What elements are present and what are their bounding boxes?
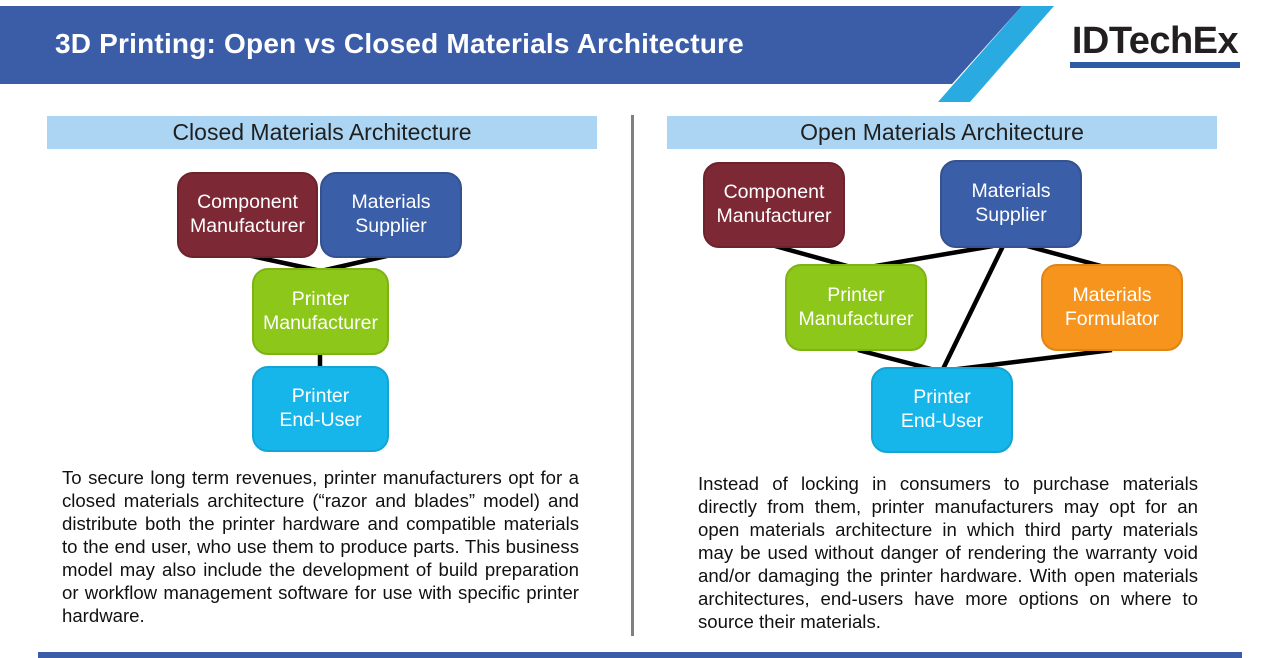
panel-divider — [631, 115, 634, 636]
node-open-materials-formulator: Materials Formulator — [1041, 264, 1183, 351]
node-open-printer-end-user: Printer End-User — [871, 367, 1013, 453]
open-panel-heading: Open Materials Architecture — [667, 116, 1217, 149]
node-closed-component-manufacturer: Component Manufacturer — [177, 172, 318, 258]
node-closed-materials-supplier: Materials Supplier — [320, 172, 462, 258]
node-open-printer-manufacturer: Printer Manufacturer — [785, 264, 927, 351]
node-closed-printer-end-user: Printer End-User — [252, 366, 389, 452]
connector-open-supplier-to-enduser — [940, 245, 1006, 370]
connector-open-formulator-to-enduser — [949, 347, 1113, 373]
logo-underline — [1070, 62, 1240, 68]
node-open-component-manufacturer: Component Manufacturer — [703, 162, 845, 248]
connector-open-printer-to-enduser — [857, 347, 936, 373]
header-banner — [0, 6, 1022, 84]
closed-panel-heading: Closed Materials Architecture — [47, 116, 597, 149]
closed-panel-description: To secure long term revenues, printer ma… — [62, 467, 579, 626]
node-closed-printer-manufacturer: Printer Manufacturer — [252, 268, 389, 355]
open-panel-description: Instead of locking in consumers to purch… — [698, 473, 1198, 632]
node-open-materials-supplier: Materials Supplier — [940, 160, 1082, 248]
slide-title: 3D Printing: Open vs Closed Materials Ar… — [55, 28, 744, 59]
idtechex-logo: IDTechEx — [1071, 20, 1239, 62]
bottom-rule — [38, 652, 1242, 658]
